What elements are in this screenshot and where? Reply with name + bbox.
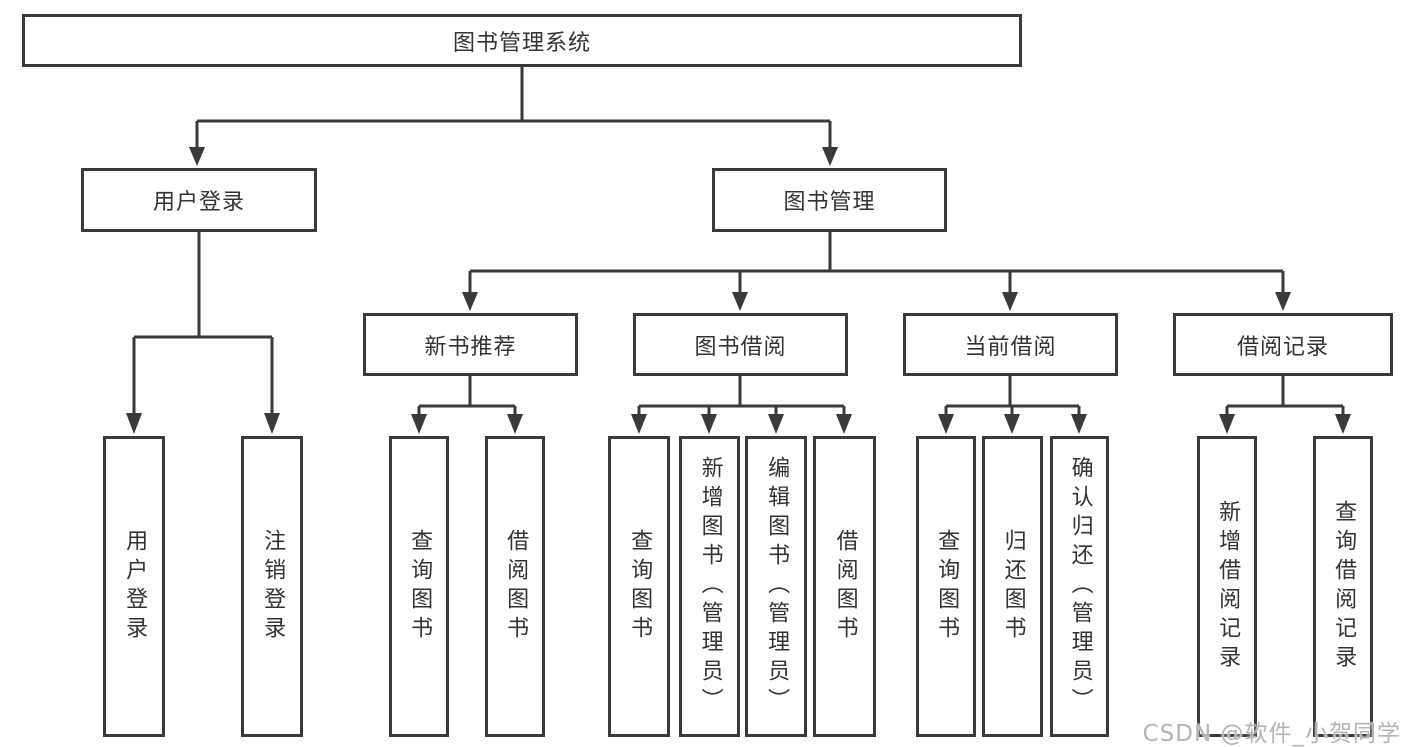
node-user-login-label: 用户登录 xyxy=(152,190,245,215)
leaf-query-books-1-label: 查询图书 xyxy=(407,528,433,645)
arrowheads-borrow-records-split xyxy=(1219,414,1351,434)
leaf-query-books-1: 查询图书 xyxy=(389,436,449,737)
node-new-book-recommend: 新书推荐 xyxy=(363,313,578,376)
node-book-management-label: 图书管理 xyxy=(783,190,876,215)
connector-borrow-records-split xyxy=(1225,374,1345,417)
leaf-logout: 注销登录 xyxy=(241,436,303,737)
node-root-label: 图书管理系统 xyxy=(452,30,591,56)
node-new-book-recommend-label: 新书推荐 xyxy=(424,334,517,360)
node-user-login: 用户登录 xyxy=(81,168,317,232)
leaf-return-books: 归还图书 xyxy=(982,436,1043,737)
connector-book-borrow-split xyxy=(637,374,846,417)
arrowheads-root-split xyxy=(189,147,838,166)
csdn-watermark: CSDN @软件_小贺同学 xyxy=(1142,721,1401,747)
connector-root-split xyxy=(195,67,832,150)
connector-new-book-split xyxy=(417,374,517,417)
leaf-logout-label: 注销登录 xyxy=(260,528,286,645)
node-root-system: 图书管理系统 xyxy=(22,14,1022,67)
arrowheads-book-management-split xyxy=(462,292,1291,311)
leaf-borrow-books-2-label: 借阅图书 xyxy=(832,528,858,645)
leaf-query-books-3-label: 查询图书 xyxy=(934,528,960,645)
leaf-borrow-books-2: 借阅图书 xyxy=(813,436,876,737)
leaf-user-login: 用户登录 xyxy=(103,436,165,737)
node-borrow-records-label: 借阅记录 xyxy=(1236,334,1329,360)
node-book-borrow-label: 图书借阅 xyxy=(694,334,787,360)
connector-book-management-split xyxy=(468,232,1285,294)
leaf-borrow-books-1-label: 借阅图书 xyxy=(503,528,529,645)
node-borrow-records: 借阅记录 xyxy=(1173,313,1393,376)
node-book-borrow: 图书借阅 xyxy=(633,313,848,376)
connector-current-borrow-split xyxy=(944,374,1081,417)
leaf-confirm-return-admin-label: 确认归还（管理员） xyxy=(1067,456,1093,717)
leaf-add-books-admin: 新增图书（管理员） xyxy=(679,436,740,737)
leaf-borrow-books-1: 借阅图书 xyxy=(485,436,545,737)
leaf-user-login-label: 用户登录 xyxy=(122,528,148,645)
arrowheads-user-login-split xyxy=(126,413,280,434)
leaf-add-books-admin-label: 新增图书（管理员） xyxy=(697,456,723,717)
arrowheads-new-book-split xyxy=(411,414,523,434)
leaf-confirm-return-admin: 确认归还（管理员） xyxy=(1050,436,1109,737)
node-current-borrow: 当前借阅 xyxy=(903,313,1118,376)
connector-user-login-split xyxy=(132,232,274,416)
leaf-query-books-3: 查询图书 xyxy=(916,436,976,737)
leaf-add-borrow-record: 新增借阅记录 xyxy=(1197,436,1257,737)
leaf-query-borrow-record: 查询借阅记录 xyxy=(1313,436,1373,737)
arrowheads-book-borrow-split xyxy=(631,414,852,434)
leaf-return-books-label: 归还图书 xyxy=(1000,528,1026,645)
leaf-edit-books-admin: 编辑图书（管理员） xyxy=(745,436,807,737)
leaf-query-books-2: 查询图书 xyxy=(608,436,670,737)
leaf-query-books-2-label: 查询图书 xyxy=(627,528,653,645)
node-current-borrow-label: 当前借阅 xyxy=(964,334,1057,360)
leaf-query-borrow-record-label: 查询借阅记录 xyxy=(1331,499,1357,674)
node-book-management: 图书管理 xyxy=(712,168,947,232)
arrowheads-current-borrow-split xyxy=(938,414,1087,434)
leaf-edit-books-admin-label: 编辑图书（管理员） xyxy=(764,456,790,717)
leaf-add-borrow-record-label: 新增借阅记录 xyxy=(1215,499,1241,674)
